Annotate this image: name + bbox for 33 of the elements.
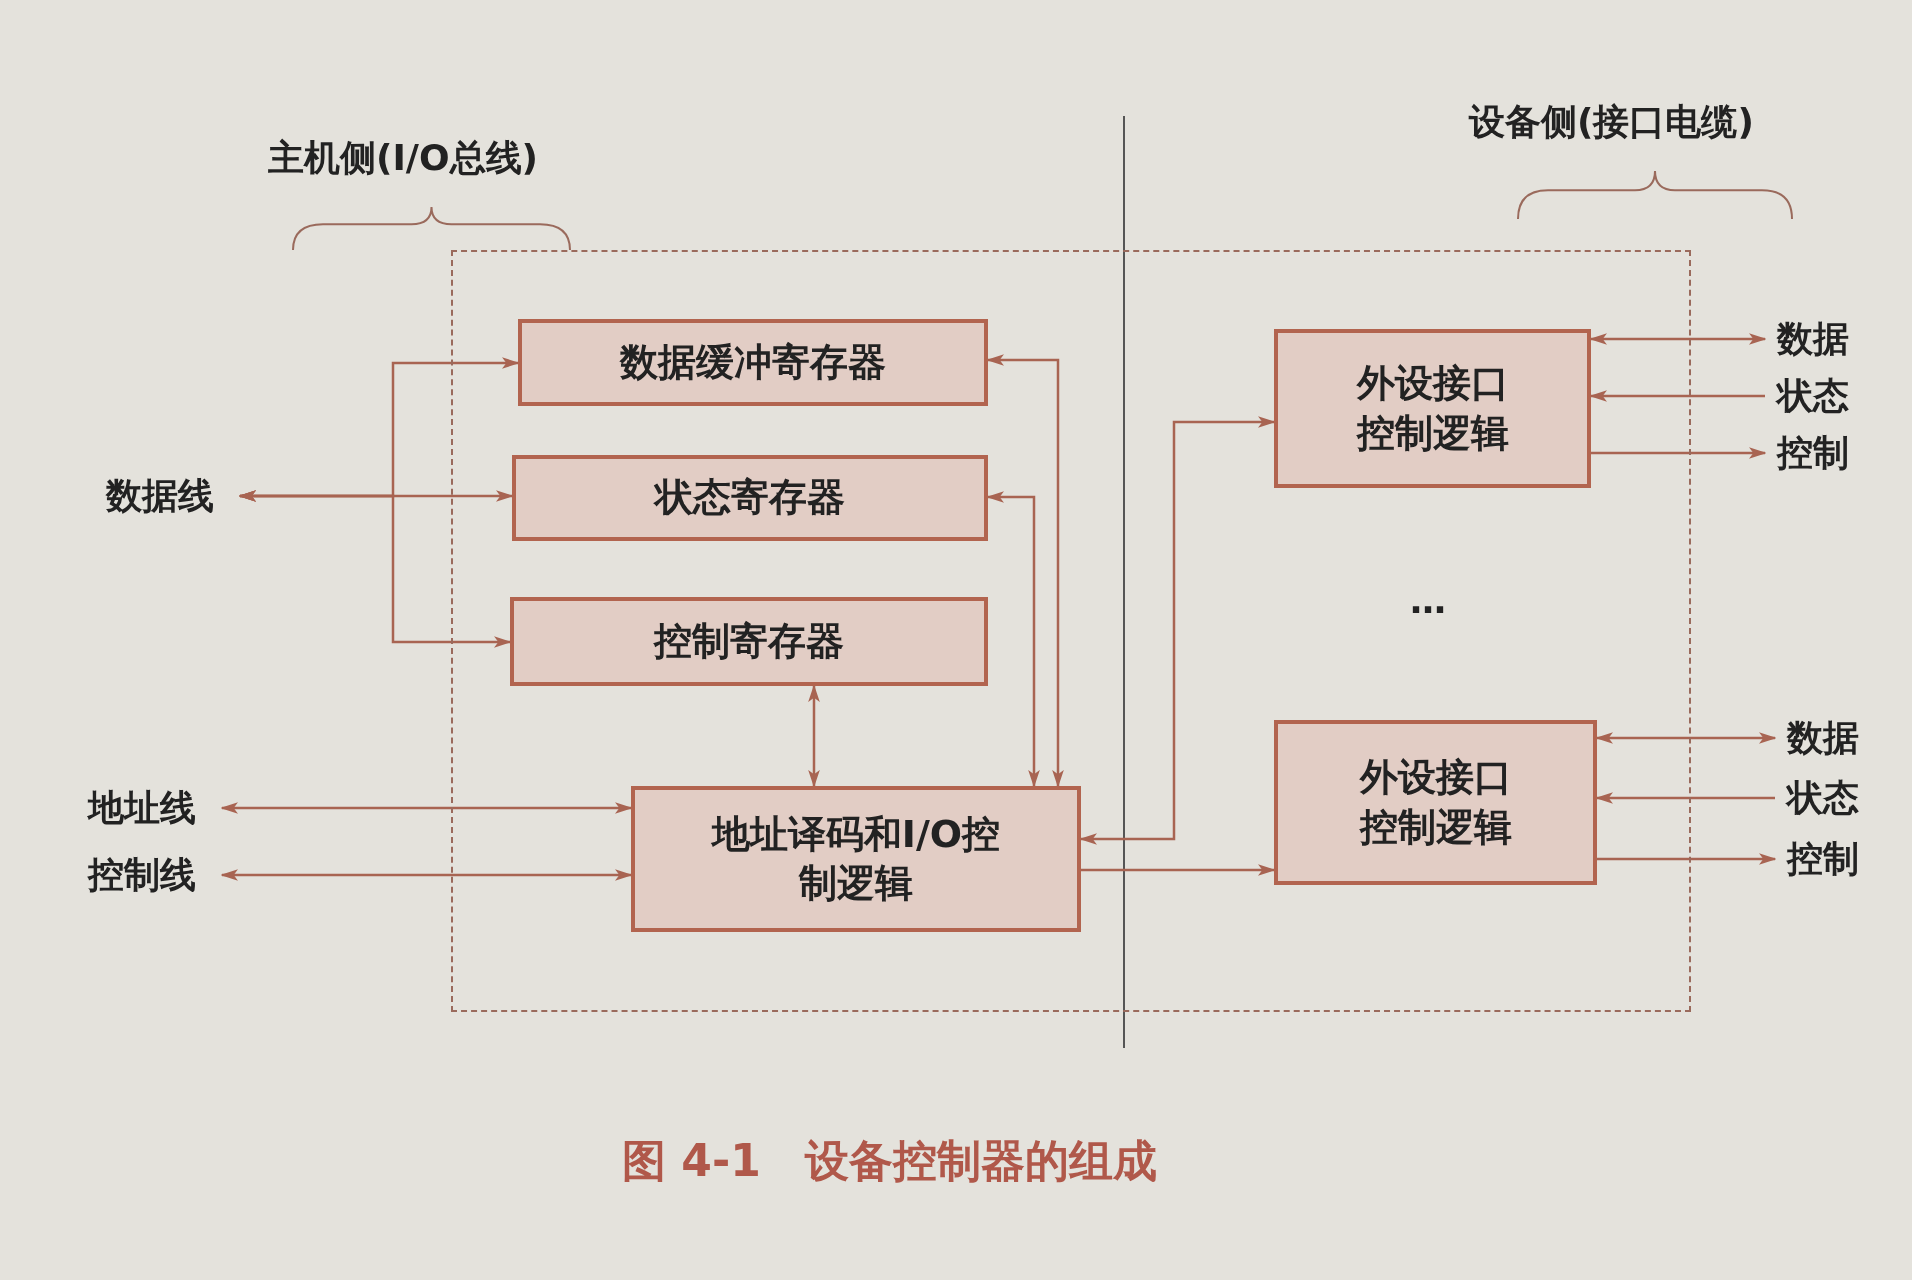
box-label: 外设接口控制逻辑 xyxy=(1358,754,1513,851)
signal-label: 状态 xyxy=(1775,774,1870,822)
box-label: 状态寄存器 xyxy=(655,474,845,522)
signal-label: 状态 xyxy=(1765,372,1860,420)
signal-label: 地址线 xyxy=(62,784,222,832)
arrow xyxy=(238,490,512,648)
box-label: 外设接口控制逻辑 xyxy=(1355,360,1510,457)
box-label: 控制寄存器 xyxy=(654,617,844,665)
process-box xyxy=(1274,329,1591,488)
arrow xyxy=(808,684,820,788)
process-box xyxy=(510,597,988,686)
signal-label: 控制线 xyxy=(62,851,222,899)
signal-label: 数据线 xyxy=(80,472,240,520)
arrow xyxy=(220,802,633,814)
process-box xyxy=(1274,720,1597,885)
arrow xyxy=(1591,447,1767,459)
arrow xyxy=(1081,864,1276,876)
signal-label: 数据 xyxy=(1765,315,1860,363)
figure-caption: 图 4-1 设备控制器的组成 xyxy=(622,1134,1157,1188)
dashed-boundary xyxy=(451,250,1691,1012)
signal-label: 控制 xyxy=(1765,429,1860,477)
arrow xyxy=(1597,853,1777,865)
side-heading: 设备侧(接口电缆) xyxy=(1469,100,1754,144)
arrow xyxy=(220,869,633,881)
signal-label: 控制 xyxy=(1775,835,1870,883)
process-box xyxy=(631,786,1081,932)
box-label: 数据缓冲寄存器 xyxy=(620,338,886,386)
process-box xyxy=(512,455,988,541)
signal-label: 数据 xyxy=(1775,714,1870,762)
process-box xyxy=(518,319,988,406)
ellipsis: … xyxy=(1410,580,1446,621)
box-label: 地址译码和I/O控制逻辑 xyxy=(710,810,1002,907)
side-heading: 主机侧(I/O总线) xyxy=(268,136,539,180)
